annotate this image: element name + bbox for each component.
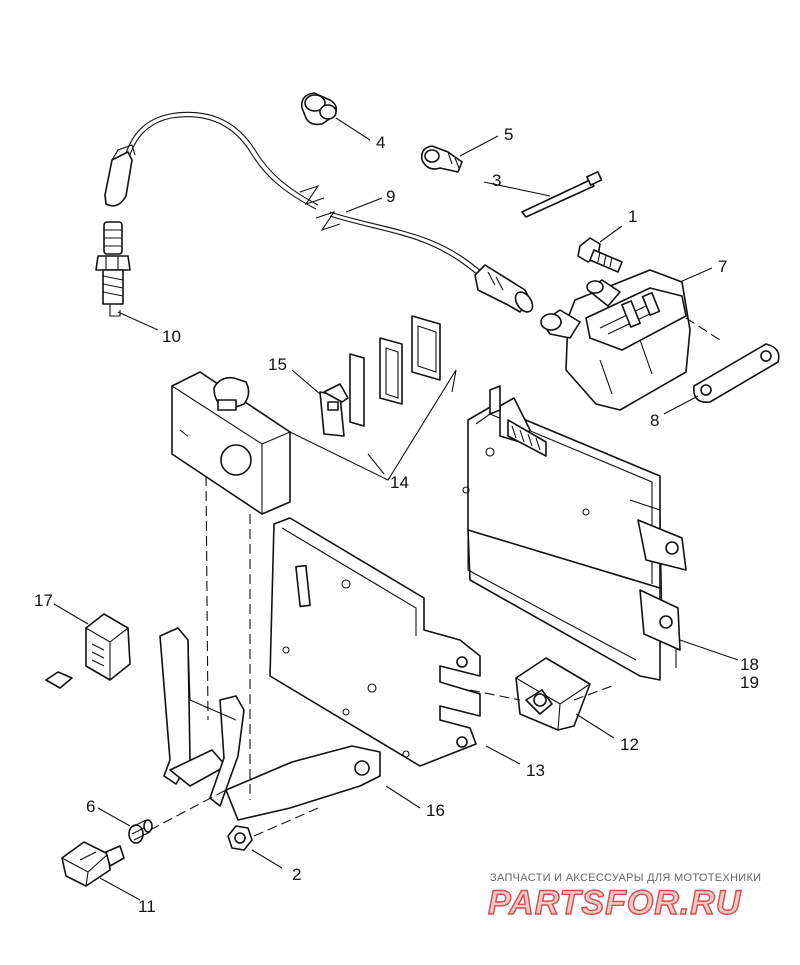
spark-plug bbox=[95, 221, 131, 317]
sensor bbox=[61, 841, 125, 887]
ecm-unit bbox=[462, 385, 687, 681]
callout-14: 14 bbox=[390, 473, 409, 492]
rubber-mount bbox=[515, 657, 591, 731]
callout-9: 9 bbox=[386, 187, 396, 206]
grommet bbox=[128, 819, 153, 844]
mounting-plate bbox=[269, 517, 481, 767]
bolt bbox=[577, 237, 623, 273]
callout-18: 18 bbox=[740, 655, 759, 674]
callout-3: 3 bbox=[492, 171, 502, 190]
gasket-set bbox=[289, 315, 457, 481]
cable-clip bbox=[300, 92, 338, 126]
callout-4: 4 bbox=[376, 133, 386, 152]
coil-bracket-plate bbox=[693, 343, 780, 403]
callout-6: 6 bbox=[86, 797, 96, 816]
callout-12: 12 bbox=[620, 735, 639, 754]
callout-5: 5 bbox=[504, 125, 514, 144]
cable-strap-clip bbox=[420, 145, 463, 173]
callout-10: 10 bbox=[162, 327, 181, 346]
control-module-box bbox=[171, 371, 291, 515]
callout-8: 8 bbox=[650, 411, 660, 430]
callout-19: 19 bbox=[740, 673, 759, 692]
watermark-logo: PARTSFOR.RU bbox=[487, 883, 742, 922]
ignition-coil bbox=[540, 269, 691, 411]
alignment-lines bbox=[149, 317, 721, 837]
callout-11: 11 bbox=[138, 897, 156, 916]
cable-tie bbox=[521, 171, 603, 218]
callout-2: 2 bbox=[292, 865, 302, 884]
bracket bbox=[159, 627, 381, 821]
spark-plug-cable bbox=[104, 111, 534, 313]
callout-15: 15 bbox=[268, 355, 287, 374]
callout-13: 13 bbox=[526, 761, 545, 780]
callout-17: 17 bbox=[34, 591, 53, 610]
callout-7: 7 bbox=[718, 257, 728, 276]
nut bbox=[227, 825, 253, 851]
watermark-subtitle: ЗАПЧАСТИ И АКСЕССУАРЫ ДЛЯ МОТОТЕХНИКИ bbox=[490, 872, 762, 884]
callout-1: 1 bbox=[628, 207, 638, 226]
leader-lines bbox=[53, 117, 739, 901]
relay bbox=[45, 613, 131, 689]
callout-16: 16 bbox=[426, 801, 445, 820]
